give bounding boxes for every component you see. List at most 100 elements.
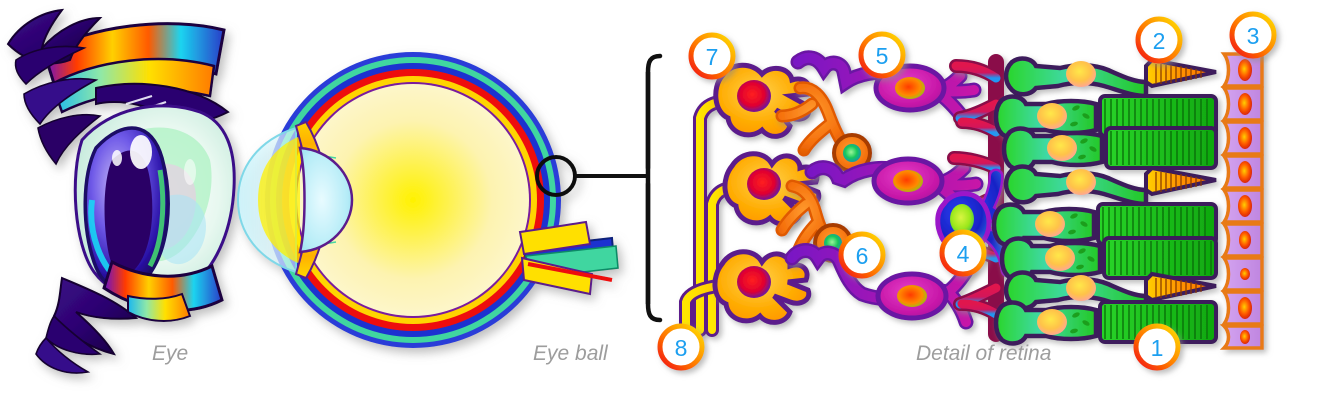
cone-1-nucleus: [1066, 61, 1096, 87]
callout-badge-3[interactable]: 3: [1229, 11, 1277, 59]
eyelash-strand-c: [37, 113, 102, 166]
bipolar-cell-1-nucleus: [895, 77, 925, 99]
callout-1-number: 1: [1151, 335, 1164, 361]
callout-7-number: 7: [706, 44, 719, 70]
cone-3-disc-stack: [1155, 278, 1202, 298]
rpe-cell-3: [1220, 120, 1264, 156]
optic-nerve-core: [518, 220, 592, 256]
anterior-chamber-fluid: [258, 136, 300, 264]
lower-lash-strand-a: [45, 314, 103, 356]
rpe-cell-6: [1220, 222, 1264, 258]
rod-2-nucleus: [1047, 135, 1077, 161]
ganglion-cell-2-nucleus: [747, 168, 781, 200]
detail-connector-group: [575, 53, 663, 323]
callout-8-number: 8: [675, 335, 688, 361]
rpe-cell-7: [1220, 256, 1264, 292]
ganglion-cell-1-nucleus: [737, 80, 771, 112]
callout-4-ring: [939, 229, 987, 277]
ganglion-cell-3: [712, 249, 812, 325]
ganglion-cell-layer: [712, 62, 822, 325]
amacrine-cell-1-nucleus: [843, 144, 861, 162]
caption-eye-ball: Eye ball: [533, 342, 609, 365]
rod-1-nucleus: [1037, 103, 1067, 129]
section-captions: Eye Eye ball Detail of retina: [152, 342, 1051, 365]
rpe-cell-2: [1220, 86, 1264, 122]
eyeball-vitreous-body: [297, 84, 529, 316]
rpe-cell-1: [1220, 52, 1264, 88]
detail-bracket: [645, 53, 663, 323]
rod-3-nucleus: [1035, 211, 1065, 237]
photoreceptor-rod-5: [993, 300, 1218, 346]
rpe-cell-8: [1220, 290, 1264, 326]
photoreceptor-cone-2: [1003, 164, 1217, 207]
rpe-cell-5: [1220, 188, 1264, 224]
rod-2-mitochondria: [1078, 138, 1097, 160]
cone-2-nucleus: [1066, 169, 1096, 195]
bipolar-cell-2-nucleus: [893, 170, 923, 192]
callout-badge-2[interactable]: 2: [1135, 16, 1183, 64]
callout-6-ring: [838, 231, 886, 279]
lower-lash-tip: [127, 292, 192, 322]
bipolar-cell-2: [804, 156, 984, 216]
rod-5-nucleus: [1037, 309, 1067, 335]
rod-3-disc-stack: [1102, 207, 1206, 241]
callout-badge-4[interactable]: 4: [939, 229, 987, 277]
optic-nerve-red-stripe: [527, 262, 613, 282]
callout-3-ring: [1229, 11, 1277, 59]
callout-1-ring: [1133, 323, 1181, 371]
callout-badge-8[interactable]: 8: [657, 323, 705, 371]
callout-5-number: 5: [876, 43, 889, 69]
rod-4-disc-stack: [1108, 241, 1212, 275]
ganglion-cell-2: [722, 151, 822, 227]
iris-highlight-large: [130, 135, 152, 169]
rpe-cell-7-nucleus: [1240, 268, 1250, 280]
rpe-cell-6-nucleus: [1239, 231, 1251, 249]
external-pupil: [104, 150, 153, 275]
rpe-cell-9-nucleus: [1240, 330, 1250, 344]
bipolar-cell-3-nucleus: [897, 285, 927, 307]
callout-3-number: 3: [1247, 23, 1260, 49]
rpe-cell-9: [1219, 324, 1264, 350]
crystalline-lens: [298, 146, 354, 254]
external-eye-illustration: [6, 8, 236, 374]
eyeball-cross-section: [236, 52, 619, 348]
rpe-cell-5-nucleus: [1238, 195, 1252, 217]
callout-badge-5[interactable]: 5: [858, 31, 906, 79]
rod-4-mitochondria: [1076, 248, 1095, 270]
callout-badge-6[interactable]: 6: [838, 231, 886, 279]
photoreceptor-layer: [991, 56, 1218, 346]
callout-badge-7[interactable]: 7: [688, 32, 736, 80]
retinal-pigment-epithelium-layer: [1219, 52, 1264, 350]
callout-8-ring: [657, 323, 705, 371]
rod-4-nucleus: [1045, 245, 1075, 271]
rpe-cell-1-nucleus: [1238, 59, 1252, 81]
cone-2-disc-stack: [1155, 172, 1202, 192]
callout-4-number: 4: [957, 241, 970, 267]
horizontal-cell-nucleus: [950, 204, 974, 234]
rpe-cell-4-nucleus: [1238, 161, 1252, 183]
rpe-cell-2-nucleus: [1238, 93, 1252, 115]
rpe-cell-4: [1220, 154, 1264, 190]
eyelash-strand-a: [14, 45, 87, 86]
rpe-cell-8-nucleus: [1238, 297, 1252, 319]
rod-2-disc-stack: [1110, 131, 1208, 165]
optic-nerve: [518, 220, 619, 296]
callout-badge-1[interactable]: 1: [1133, 323, 1181, 371]
iris-highlight-tiny: [184, 159, 196, 185]
photoreceptor-rod-2: [1001, 126, 1218, 172]
caption-eye: Eye: [152, 342, 188, 365]
amacrine-cell-1: [775, 81, 872, 173]
caption-detail-of-retina: Detail of retina: [916, 342, 1051, 365]
bipolar-cell-layer: [784, 50, 984, 330]
cone-3-nucleus: [1066, 275, 1096, 301]
rpe-cell-3-nucleus: [1238, 127, 1252, 149]
cone-1-disc-stack: [1155, 64, 1202, 84]
rod-1-mitochondria: [1070, 105, 1090, 127]
retina-detail-illustration: [679, 50, 1264, 350]
lower-lash-strand-b: [35, 336, 91, 374]
ganglion-cell-1: [713, 62, 812, 139]
upper-eyelashes: [6, 8, 103, 65]
callout-5-ring: [858, 31, 906, 79]
